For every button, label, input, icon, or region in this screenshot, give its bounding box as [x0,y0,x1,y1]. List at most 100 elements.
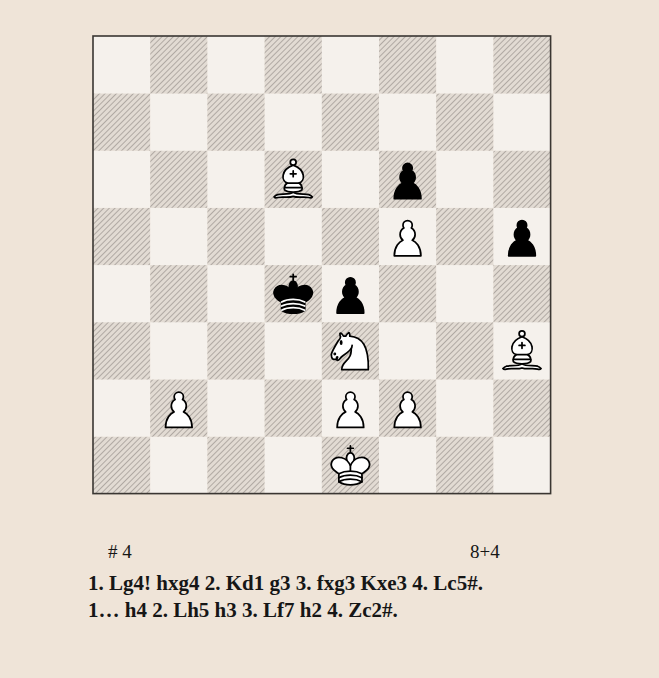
white-pawn [337,392,364,427]
dark-square [436,436,494,494]
dark-square [493,36,551,94]
board-border [93,36,551,494]
problem-stipulation: # 4 [108,541,132,563]
light-square [207,150,265,208]
piece-part [519,331,525,337]
dark-square [93,208,151,266]
dark-square [379,150,437,208]
dark-square [379,265,437,323]
piece-part [290,159,296,165]
white-bishop [503,331,541,369]
light-square [150,436,208,494]
piece-part [394,221,421,256]
light-square [493,208,551,266]
solution-line: 1. Lg4! hxg4 2. Kd1 g3 3. fxg3 Kxe3 4. L… [88,571,483,595]
piece-part [394,392,421,427]
board-squares [93,36,551,494]
piece-part [285,171,302,188]
piece-part [509,221,536,256]
white-king [331,446,369,485]
light-square [207,379,265,437]
dark-square [207,322,265,380]
dark-square [150,150,208,208]
light-square [93,379,151,437]
piece-count: 8+4 [470,541,500,563]
dark-square [265,265,323,323]
piece-part [283,165,303,192]
dark-square [379,379,437,437]
piece-part [513,343,530,360]
piece-part [331,457,369,484]
dark-square [436,208,494,266]
white-pawn [394,392,421,427]
white-bishop [274,159,312,197]
dark-square [150,265,208,323]
white-pawn [166,392,193,427]
white-pawn [394,221,421,256]
piece-part [282,299,305,310]
light-square [93,150,151,208]
piece-part [512,337,532,364]
piece-part [503,364,541,370]
dark-square [93,322,151,380]
dark-square [150,36,208,94]
piece-part [334,341,342,355]
dark-square [93,93,151,151]
light-square [379,93,437,151]
dark-square [207,93,265,151]
dark-square [493,150,551,208]
piece-part [339,471,362,482]
black-pawn [337,278,364,313]
piece-part [274,192,312,198]
light-square [379,436,437,494]
dark-square [493,379,551,437]
light-square [150,322,208,380]
light-square [265,93,323,151]
light-square [436,379,494,437]
dark-square [265,379,323,437]
dark-square [322,322,380,380]
dark-square [265,150,323,208]
light-square [322,36,380,94]
black-pawn [394,163,421,198]
pieces [166,159,542,484]
dark-square [150,379,208,437]
light-square [322,265,380,323]
piece-part [394,163,421,198]
light-square [265,208,323,266]
dark-square [207,208,265,266]
dark-square [379,36,437,94]
piece-part [166,392,193,427]
light-square [493,436,551,494]
light-square [436,265,494,323]
light-square [379,322,437,380]
light-square [93,36,151,94]
piece-part [274,286,312,313]
light-square [265,322,323,380]
dark-square [436,322,494,380]
black-king [274,274,312,313]
piece-part [290,274,296,281]
light-square [207,265,265,323]
light-square [207,36,265,94]
dark-square [436,93,494,151]
black-pawn [509,221,536,256]
light-square [379,208,437,266]
piece-part [337,392,364,427]
light-square [493,93,551,151]
light-square [150,93,208,151]
dark-square [322,93,380,151]
dark-square [93,436,151,494]
light-square [322,379,380,437]
white-knight [331,333,368,370]
light-square [265,436,323,494]
light-square [322,150,380,208]
light-square [93,265,151,323]
piece-part [337,278,364,313]
dark-square [207,436,265,494]
light-square [436,150,494,208]
dark-square [322,208,380,266]
piece-part [348,446,354,453]
light-square [436,36,494,94]
piece-part [331,333,352,361]
